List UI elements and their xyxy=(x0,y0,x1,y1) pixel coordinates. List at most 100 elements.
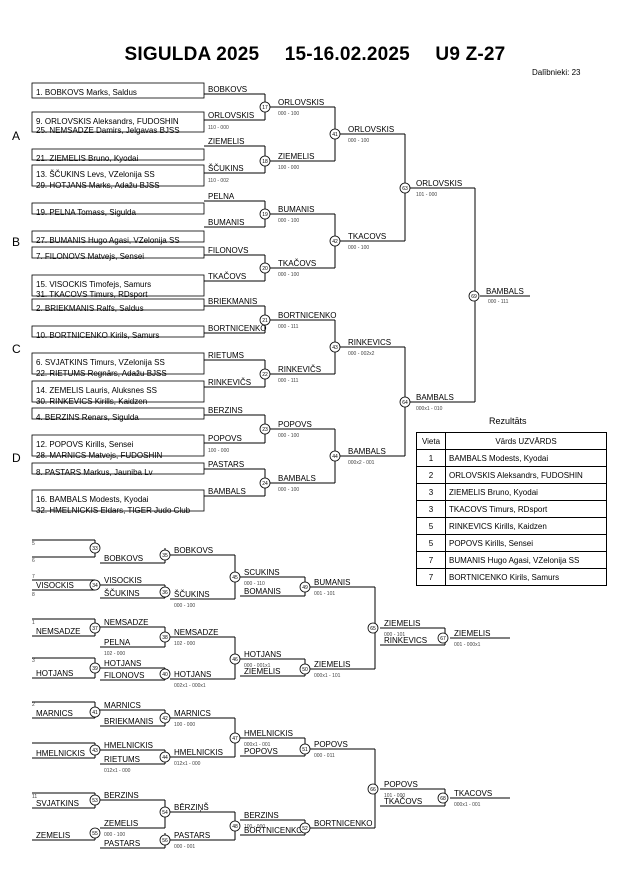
entry-box xyxy=(31,148,205,161)
name-label: VISOCKIS xyxy=(36,581,74,590)
score-label: 000 - 100 xyxy=(348,138,369,144)
name-label: 6. SVJATKINS Timurs, VZelonija SS xyxy=(36,358,165,367)
name-label: 27. BUMANIS Hugo Agasi, VZelonija SS xyxy=(36,236,180,245)
result-name: TKACOVS Timurs, RDsport xyxy=(445,500,607,518)
score-label: 000 - 001x1 xyxy=(244,663,271,669)
match-number: 17 xyxy=(262,105,268,111)
match-badge xyxy=(89,542,101,554)
score-label: 102 - 000 xyxy=(174,641,195,647)
match-number: 55 xyxy=(92,831,98,837)
name-label: PELNA xyxy=(208,192,235,201)
group-letter: B xyxy=(12,235,20,249)
seed: 6 xyxy=(32,558,35,564)
score-label: 100 - 000 xyxy=(244,824,265,830)
score-label: 110 - 002 xyxy=(208,178,229,184)
match-badge xyxy=(89,706,101,718)
name-label: 2. BRIEKMANIS Ralfs, Saldus xyxy=(36,304,144,313)
match-badge xyxy=(229,820,241,832)
name-label: RINKEVIČS xyxy=(278,365,321,374)
match-number: 20 xyxy=(262,266,268,272)
name-label: 1. BOBKOVS Marks, Saldus xyxy=(36,88,137,97)
match-number: 39 xyxy=(92,666,98,672)
score-label: 000x1 - 001 xyxy=(454,802,481,808)
name-label: POPOVS xyxy=(278,420,312,429)
name-label: ŠČUKINS xyxy=(174,590,210,599)
match-number: 66 xyxy=(370,787,376,793)
score-label: 000 - 100 xyxy=(278,111,299,117)
results-col-name: Vārds UZVĀRDS xyxy=(445,432,607,450)
name-label: HOTJANS xyxy=(174,670,211,679)
result-name: ORLOVSKIS Aleksandrs, FUDOSHIN xyxy=(445,466,607,484)
name-label: FILONOVS xyxy=(104,671,144,680)
name-label: RIETUMS xyxy=(208,351,244,360)
result-name: BUMANIS Hugo Agasi, VZelonija SS xyxy=(445,551,607,569)
name-label: ORLOVSKIS xyxy=(208,111,254,120)
name-label: ZIEMELIS xyxy=(208,137,244,146)
seed: 5 xyxy=(32,541,35,547)
match-number: 54 xyxy=(162,810,168,816)
name-label: POPOVS xyxy=(314,740,348,749)
entry-box xyxy=(31,489,205,512)
match-badge xyxy=(437,632,449,644)
match-number: 47 xyxy=(232,736,238,742)
name-label: 29. HOTJANS Marks, Adažu BJSS xyxy=(36,181,160,190)
result-name: BAMBALS Modests, Kyodai xyxy=(445,449,607,467)
entry-box xyxy=(31,407,205,420)
match-badge xyxy=(159,586,171,598)
seed: 11 xyxy=(32,794,37,800)
result-place: 5 xyxy=(416,534,446,552)
name-label: 21. ZIEMELIS Bruno, Kyodai xyxy=(36,154,138,163)
name-label: HMELNICKIS xyxy=(36,749,85,758)
name-label: BORTNICENKO xyxy=(244,826,303,835)
name-label: BOBKOVS xyxy=(174,546,213,555)
name-label: 19. PELNA Tomass, Sigulda xyxy=(36,208,136,217)
name-label: BĒRZIŅŠ xyxy=(174,803,209,812)
entry-box xyxy=(31,298,205,311)
entry-box xyxy=(31,82,205,99)
name-label: ZEMELIS xyxy=(104,819,138,828)
match-badge xyxy=(437,792,449,804)
match-number: 52 xyxy=(302,826,308,832)
name-label: TKACOVS xyxy=(348,232,386,241)
score-label: 000 - 001 xyxy=(174,844,195,850)
score-label: 000x2 - 001 xyxy=(348,460,375,466)
match-number: 69 xyxy=(471,294,477,300)
name-label: POPOVS xyxy=(244,747,278,756)
entry-box xyxy=(31,202,205,215)
name-label: BUMANIS xyxy=(278,205,314,214)
match-number: 42 xyxy=(162,716,168,722)
results-col-place: Vieta xyxy=(416,432,446,450)
name-label: ZIEMELIS xyxy=(454,629,490,638)
name-label: BAMBALS xyxy=(348,447,386,456)
entry-box xyxy=(31,111,205,133)
name-label: 4. BERZINS Renars, Sigulda xyxy=(36,413,139,422)
name-label: BORTNICENKO xyxy=(314,819,373,828)
name-label: 7. FILONOVS Matvejs, Sensei xyxy=(36,252,144,261)
name-label: NEMSADZE xyxy=(104,618,148,627)
name-label: BORTNICENKO xyxy=(208,324,267,333)
name-label: 16. BAMBALS Modests, Kyodai xyxy=(36,495,149,504)
entry-box xyxy=(31,325,205,338)
entry-box xyxy=(31,230,205,243)
score-label: 100 - 000 xyxy=(278,165,299,171)
name-label: 31. TKACOVS Timurs, RDsport xyxy=(36,290,148,299)
match-number: 68 xyxy=(440,796,446,802)
score-label: 001 - 101 xyxy=(314,591,335,597)
match-number: 63 xyxy=(402,186,408,192)
score-label: 102 - 000 xyxy=(104,651,125,657)
score-label: 000 - 011 xyxy=(314,753,335,759)
match-number: 44 xyxy=(162,755,168,761)
name-label: PASTARS xyxy=(174,831,210,840)
name-label: TKAČOVS xyxy=(278,259,316,268)
category: U9 Z-27 xyxy=(435,44,506,65)
entry-box xyxy=(31,274,205,297)
entry-box xyxy=(31,380,205,403)
name-label: BRIEKMANIS xyxy=(208,297,257,306)
result-name: ZIEMELIS Bruno, Kyodai xyxy=(445,483,607,501)
result-name: POPOVS Kirills, Sensei xyxy=(445,534,607,552)
name-label: NEMSADZE xyxy=(174,628,218,637)
name-label: HOTJANS xyxy=(244,650,281,659)
name-label: BAMBALS xyxy=(208,487,246,496)
